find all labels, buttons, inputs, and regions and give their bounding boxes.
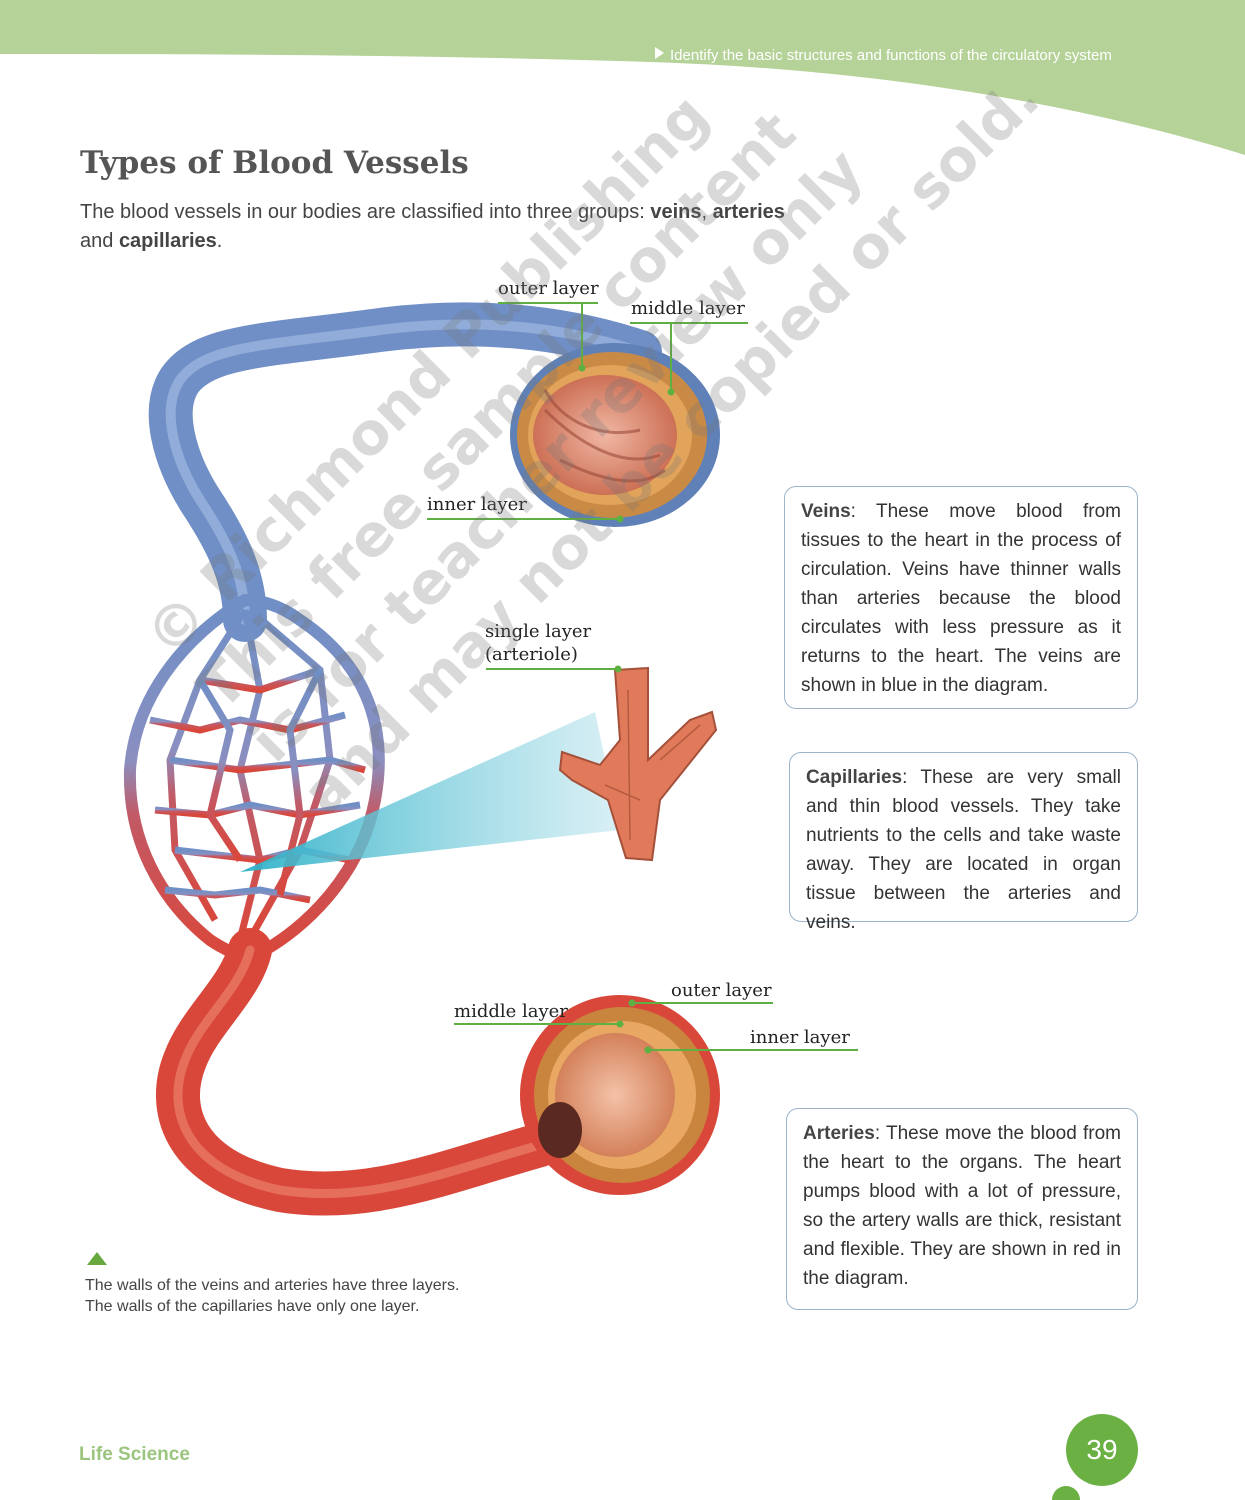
veins-term: Veins (801, 501, 851, 522)
artery-outer-layer-label: outer layer (671, 980, 772, 1001)
artery-cross-section (520, 995, 720, 1195)
page-number-badge: 39 (1066, 1414, 1138, 1486)
artery-inner-layer-label: inner layer (750, 1027, 850, 1048)
intro-paragraph: The blood vessels in our bodies are clas… (80, 201, 785, 252)
term-capillaries: capillaries (118, 230, 217, 252)
header-band (0, 0, 1245, 155)
footer-subject: Life Science (79, 1444, 190, 1465)
play-arrow-icon (655, 47, 664, 59)
capillaries-info-box: Capillaries: These are very small and th… (789, 752, 1138, 933)
learning-objective: Identify the basic structures and functi… (655, 47, 1112, 64)
arteries-info-box: Arteries: These move the blood from the … (786, 1108, 1138, 1310)
vein-tube (148, 302, 662, 642)
vein-middle-layer-label: middle layer (631, 298, 745, 319)
page-decoration-dot (1052, 1486, 1080, 1500)
vein-outer-layer-label: outer layer (498, 278, 599, 299)
capillaries-term: Capillaries (806, 767, 903, 788)
capillary-arteriole-label: (arteriole) (485, 644, 578, 665)
artery-middle-layer-label: middle layer (454, 1001, 568, 1022)
term-veins: veins (650, 201, 702, 223)
veins-info-box: Veins: These move blood from tissues to … (784, 486, 1138, 709)
figure-caption: The walls of the veins and arteries have… (85, 1277, 460, 1315)
term-arteries: arteries (712, 201, 785, 223)
page-title: Types of Blood Vessels (80, 145, 469, 181)
arteriole-detail (558, 666, 718, 862)
capillary-network (123, 593, 385, 963)
blood-vessel-illustration (123, 302, 858, 1216)
magnification-beam (240, 712, 620, 872)
page-number: 39 (1086, 1434, 1118, 1465)
artery-tube (156, 928, 562, 1216)
label-leader-lines (427, 302, 858, 1054)
vein-cross-section (510, 343, 720, 527)
vein-inner-layer-label: inner layer (427, 494, 527, 515)
capillary-single-layer-label: single layer (485, 621, 592, 642)
caption-triangle-icon (87, 1252, 107, 1265)
arteries-term: Arteries (803, 1123, 875, 1144)
